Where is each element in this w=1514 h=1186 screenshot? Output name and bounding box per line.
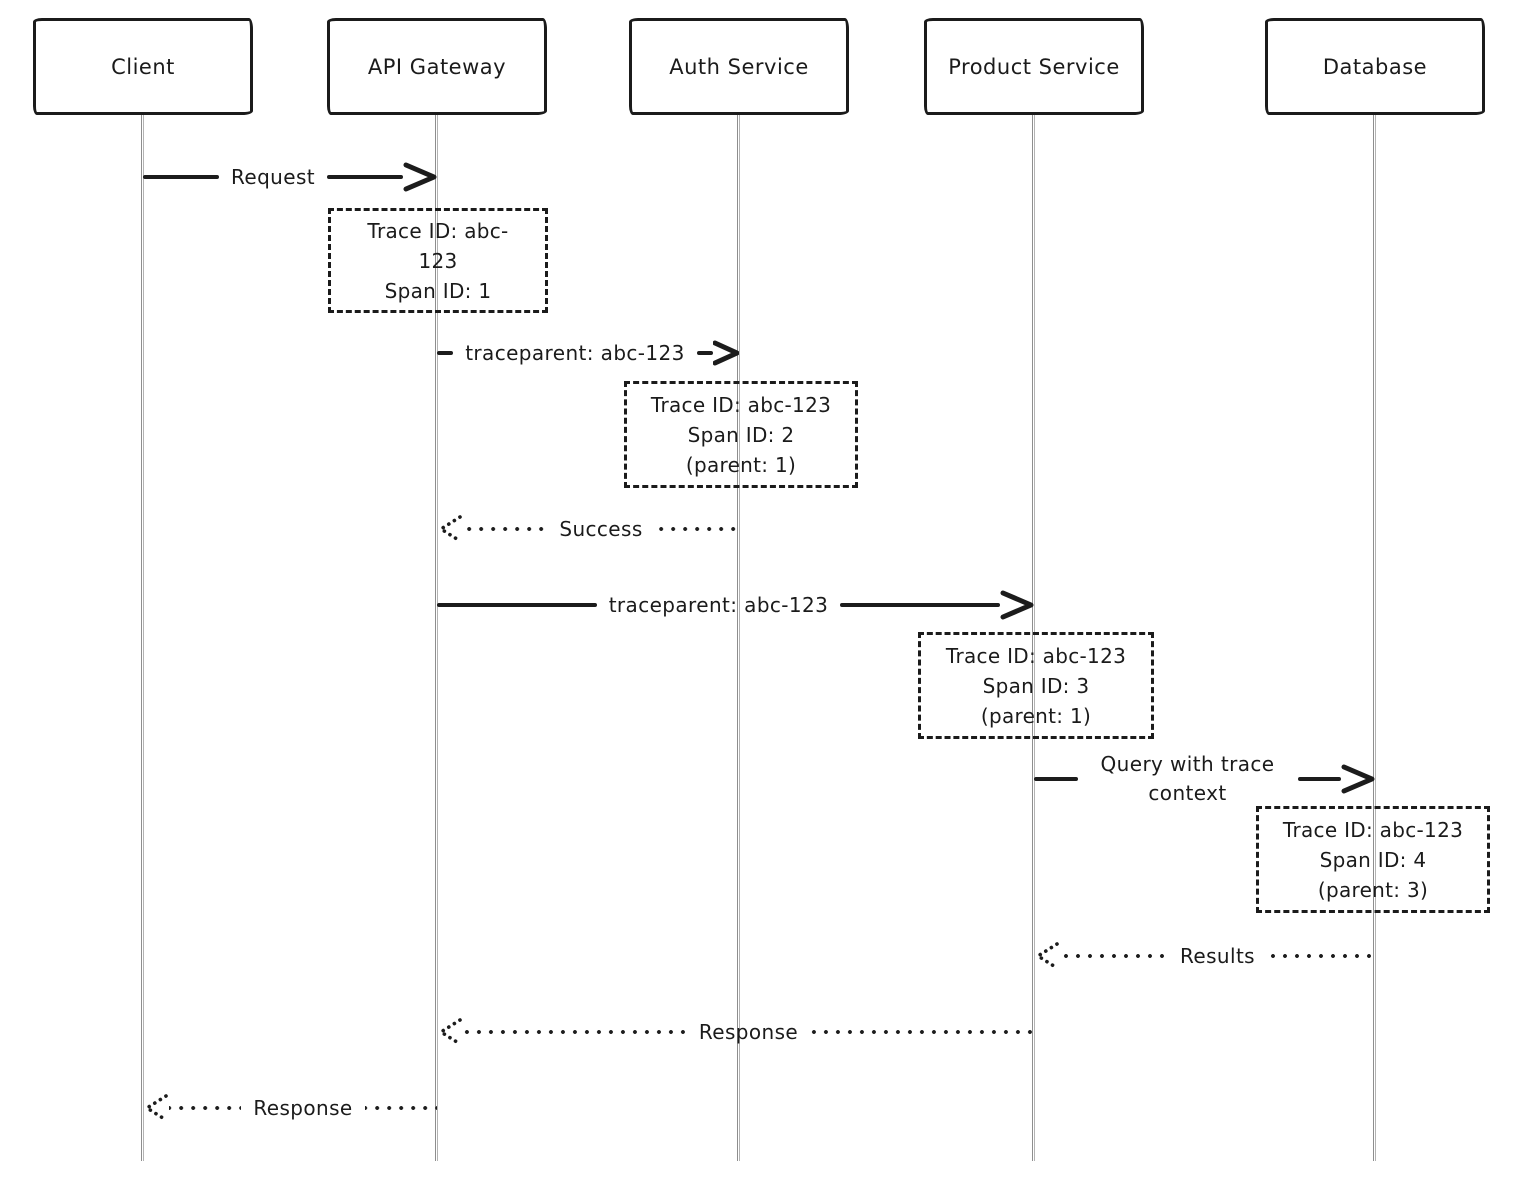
note-line: Trace ID: abc-123 — [650, 392, 832, 417]
lifeline-client — [141, 115, 144, 1161]
message-line — [143, 174, 219, 180]
actor-label-auth-service: Auth Service — [669, 54, 809, 79]
lifeline-product-service — [1032, 115, 1035, 1161]
message-label: traceparent: abc-123 — [608, 593, 829, 617]
message-query: Query with trace context — [1034, 752, 1375, 805]
arrow-left-icon — [1036, 942, 1059, 970]
note-line: Trace ID: abc-123 — [1282, 817, 1464, 842]
arrow-left-icon — [439, 1018, 462, 1046]
message-line — [696, 350, 713, 356]
message-label: Query with trace context — [1100, 752, 1275, 805]
actor-label-client: Client — [111, 54, 175, 79]
message-line — [437, 350, 454, 356]
message-line — [654, 527, 739, 531]
note-line: Span ID: 3 — [982, 673, 1090, 698]
note-line: (parent: 1) — [980, 703, 1092, 728]
lifeline-auth-service — [737, 115, 740, 1161]
actor-box-api-gateway: API Gateway — [327, 18, 547, 115]
message-request: Request — [143, 155, 437, 199]
message-line — [810, 1030, 1035, 1034]
arrow-left-icon — [439, 515, 462, 543]
message-line — [364, 1106, 438, 1110]
note-line: (parent: 1) — [685, 452, 797, 477]
message-label: Request — [230, 165, 316, 189]
note-span-4: Trace ID: abc-123 Span ID: 4 (parent: 3) — [1256, 806, 1490, 913]
message-results: Results — [1034, 934, 1375, 978]
note-line: (parent: 3) — [1317, 877, 1429, 902]
message-label: Results — [1179, 944, 1256, 968]
lifeline-database — [1373, 115, 1376, 1161]
note-line: Span ID: 1 — [384, 278, 492, 303]
actor-box-product-service: Product Service — [924, 18, 1144, 115]
actor-box-database: Database — [1265, 18, 1485, 115]
message-line — [1267, 954, 1375, 958]
message-response-client: Response — [143, 1086, 438, 1130]
message-line — [169, 1106, 242, 1110]
note-line: Span ID: 4 — [1319, 847, 1427, 872]
message-response-gateway: Response — [437, 1010, 1035, 1054]
message-label: Response — [253, 1096, 353, 1120]
message-label: traceparent: abc-123 — [465, 341, 685, 365]
actor-label-api-gateway: API Gateway — [367, 54, 507, 79]
message-traceparent-product: traceparent: abc-123 — [437, 583, 1034, 627]
actor-label-database: Database — [1322, 54, 1428, 79]
note-span-3: Trace ID: abc-123 Span ID: 3 (parent: 1) — [918, 632, 1154, 739]
arrow-right-icon — [713, 340, 739, 366]
message-line — [463, 527, 548, 531]
message-traceparent-auth: traceparent: abc-123 — [437, 331, 739, 375]
message-success: Success — [437, 507, 739, 551]
note-line: 123 — [418, 248, 458, 273]
message-line — [437, 602, 597, 608]
message-label: Response — [698, 1020, 799, 1044]
arrow-right-icon — [1000, 590, 1034, 620]
note-line: Span ID: 2 — [687, 422, 795, 447]
lifeline-api-gateway — [435, 115, 438, 1161]
actor-box-client: Client — [33, 18, 253, 115]
note-line: Trace ID: abc- — [367, 218, 509, 243]
message-line — [327, 174, 404, 180]
message-line — [1034, 776, 1078, 782]
arrow-right-icon — [1341, 764, 1375, 794]
message-line — [463, 1030, 687, 1034]
message-label: Success — [559, 517, 643, 541]
actor-label-product-service: Product Service — [948, 54, 1120, 79]
arrow-right-icon — [403, 162, 437, 192]
note-span-1: Trace ID: abc- 123 Span ID: 1 — [328, 208, 548, 313]
note-line: Trace ID: abc-123 — [945, 643, 1127, 668]
message-line — [840, 602, 1000, 608]
message-line — [1060, 954, 1168, 958]
message-line — [1297, 776, 1341, 782]
arrow-left-icon — [145, 1094, 168, 1122]
actor-box-auth-service: Auth Service — [629, 18, 849, 115]
note-span-2: Trace ID: abc-123 Span ID: 2 (parent: 1) — [624, 381, 858, 488]
